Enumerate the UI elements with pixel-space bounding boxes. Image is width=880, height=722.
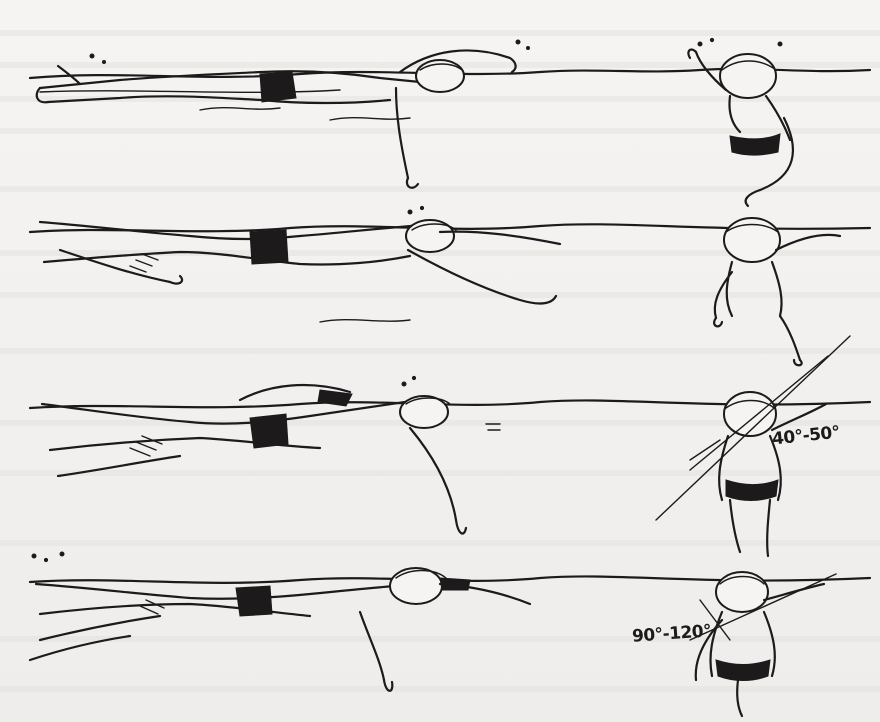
front-view-swimmer-3 — [656, 336, 850, 556]
front-view-swimmer-4 — [690, 572, 836, 716]
front-view-swimmer-1 — [688, 38, 793, 206]
front-view-swimmer-2 — [714, 218, 840, 365]
